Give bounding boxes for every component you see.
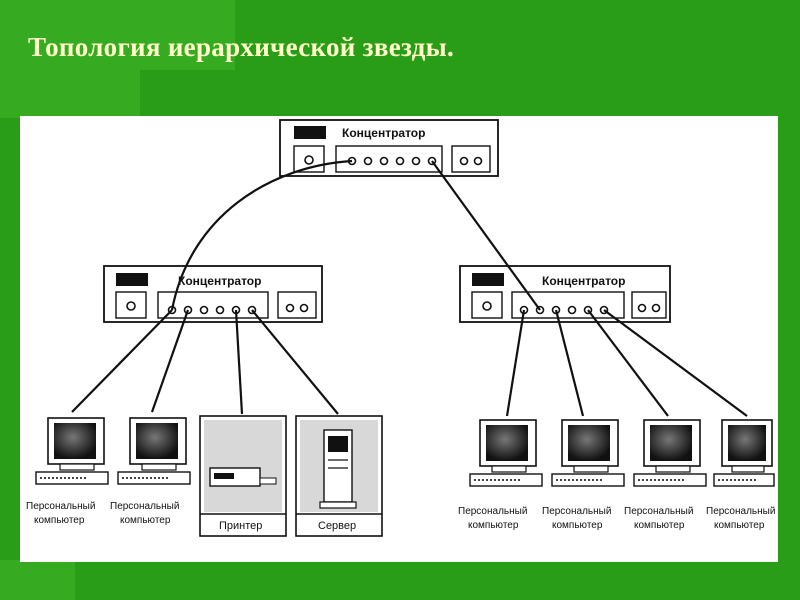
- personal-computer-icon: [713, 419, 775, 487]
- right-hub-label: Концентратор: [542, 274, 625, 288]
- svg-text:Персональный компьютер: Персональный компьютер: [706, 506, 778, 531]
- pc-label-line2: компьютер: [468, 520, 519, 531]
- svg-text:Персональный компьютер: Персональный компьютер: [624, 506, 696, 531]
- pc-label-line2: компьютер: [34, 515, 85, 526]
- cable-right-pc1: [505, 309, 526, 417]
- pc-label-line1: Персональный: [110, 501, 179, 512]
- left-hub-label: Концентратор: [178, 274, 261, 288]
- hub-indicator: [116, 273, 148, 286]
- server-icon: [295, 415, 383, 537]
- background-square: [0, 560, 75, 600]
- personal-computer-icon: [35, 417, 109, 485]
- server-label: Сервер: [318, 520, 356, 532]
- personal-computer-icon: [117, 417, 191, 485]
- cable-top-to-right-hub: [431, 160, 541, 311]
- hub-indicator: [294, 126, 326, 139]
- background-square: [140, 0, 235, 70]
- cable-server: [251, 309, 339, 415]
- pc-label-line2: компьютер: [120, 515, 171, 526]
- pc-label-line2: компьютер: [634, 520, 685, 531]
- pc-label-line2: компьютер: [714, 520, 765, 531]
- pc-label-line1: Персональный: [26, 501, 95, 512]
- top-hub: Концентратор: [279, 119, 499, 177]
- svg-text:Персональный компьютер: Персональный компьютер: [26, 501, 98, 526]
- cable-left-pc1: [71, 309, 173, 413]
- cable-left-pc2: [150, 309, 190, 413]
- svg-text:Персональный компьютер: Персональный компьютер: [458, 506, 530, 531]
- topology-diagram: Концентратор Концентратор Концен: [26, 119, 778, 537]
- pc-label-line1: Персональный: [624, 506, 693, 517]
- cable-printer: [234, 309, 244, 415]
- cable-right-pc4: [603, 309, 748, 417]
- network-cables: [71, 159, 748, 417]
- pc-label-line1: Персональный: [542, 506, 611, 517]
- right-hub: Концентратор: [459, 265, 671, 323]
- diagram-panel: Концентратор Концентратор Концен: [20, 116, 778, 562]
- printer-label: Принтер: [219, 520, 262, 532]
- pc-label-line2: компьютер: [552, 520, 603, 531]
- pc-label-line1: Персональный: [458, 506, 527, 517]
- personal-computer-icon: [633, 419, 707, 487]
- top-hub-label: Концентратор: [342, 126, 425, 140]
- cable-right-pc2: [554, 309, 585, 417]
- printer-icon: [199, 415, 287, 537]
- cable-top-to-left-hub: [170, 159, 353, 311]
- svg-text:Персональный компьютер: Персональный компьютер: [110, 501, 182, 526]
- pc-label-line1: Персональный: [706, 506, 775, 517]
- slide-title: Топология иерархической звезды.: [28, 32, 455, 62]
- hub-indicator: [472, 273, 504, 286]
- left-hub: Концентратор: [103, 265, 323, 323]
- cable-right-pc3: [587, 309, 669, 417]
- personal-computer-icon: [551, 419, 625, 487]
- background-square: [0, 0, 140, 118]
- personal-computer-icon: [469, 419, 543, 487]
- svg-text:Персональный компьютер: Персональный компьютер: [542, 506, 614, 531]
